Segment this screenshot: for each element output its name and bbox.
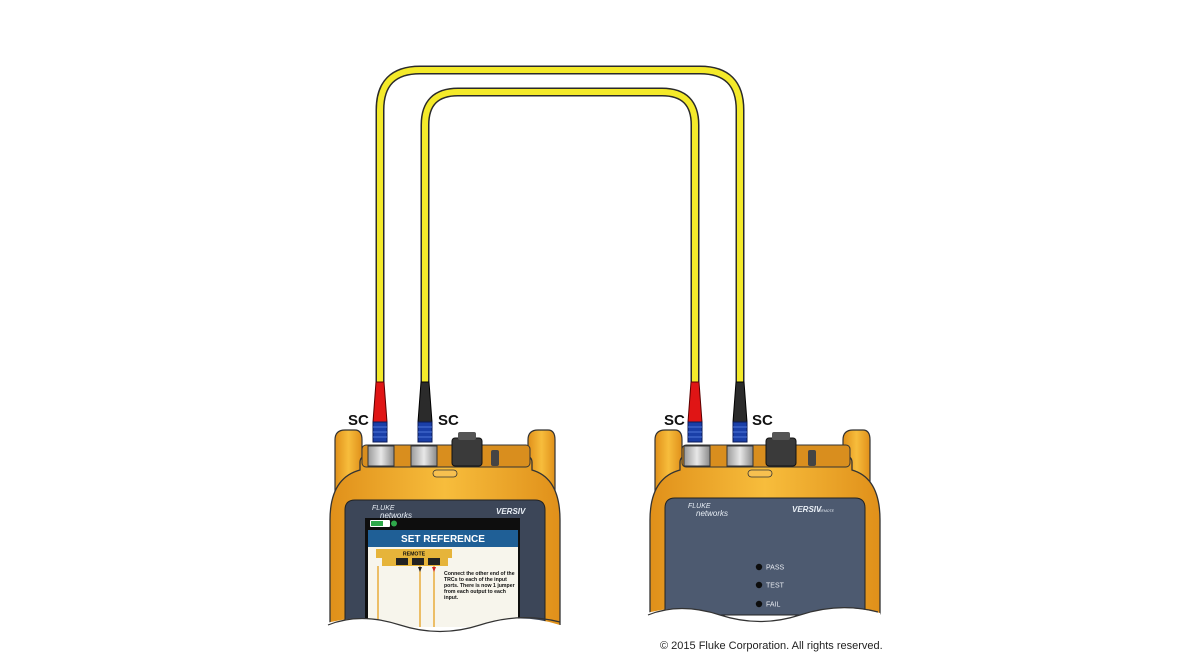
remote-brand-top: FLUKE <box>688 503 711 510</box>
screen-instruction-1: Connect the other end of the <box>444 571 515 577</box>
main-brand-top: FLUKE <box>372 505 395 512</box>
remote-right-sc-label: SC <box>752 412 773 429</box>
screen-title: SET REFERENCE <box>401 534 485 545</box>
screen-remote-label: REMOTE <box>403 552 426 558</box>
remote-unit: FLUKE networks VERSIV REMOTE PASS TEST F… <box>640 429 890 645</box>
screen-instruction-2: TRCs to each of the input <box>444 577 507 583</box>
remote-connector-red <box>687 381 703 443</box>
main-brand-bottom: networks <box>380 511 412 520</box>
remote-model-suffix: REMOTE <box>819 509 835 513</box>
led-pass-label: PASS <box>766 565 784 572</box>
copyright-notice: © 2015 Fluke Corporation. All rights res… <box>660 640 883 652</box>
remote-brand-bottom: networks <box>696 509 728 518</box>
main-connector-black <box>417 381 433 443</box>
led-fail-label: FAIL <box>766 602 781 609</box>
fiber-cable-inner <box>420 87 700 385</box>
remote-left-sc-label: SC <box>664 412 685 429</box>
led-test-label: TEST <box>766 583 785 590</box>
main-model-label: VERSIV <box>496 507 526 516</box>
fiber-cable-outer <box>375 65 745 385</box>
main-right-sc-label: SC <box>438 412 459 429</box>
led-fail-indicator <box>755 600 763 608</box>
screen-instruction-4: from each output to each <box>444 589 506 595</box>
main-unit: FLUKE networks VERSIV SET REFERENCE REMO… <box>320 429 570 655</box>
screen-instruction-5: input. <box>444 595 459 601</box>
screen-instruction-3: ports. There is now 1 jumper <box>444 583 515 589</box>
main-unit-screen: SET REFERENCE REMOTE Connect the other e… <box>365 518 520 627</box>
main-connector-red <box>372 381 388 443</box>
remote-connector-black <box>732 381 748 443</box>
led-test-indicator <box>755 581 763 589</box>
led-pass-indicator <box>755 563 763 571</box>
main-left-sc-label: SC <box>348 412 369 429</box>
remote-model-label: VERSIV <box>792 505 822 514</box>
